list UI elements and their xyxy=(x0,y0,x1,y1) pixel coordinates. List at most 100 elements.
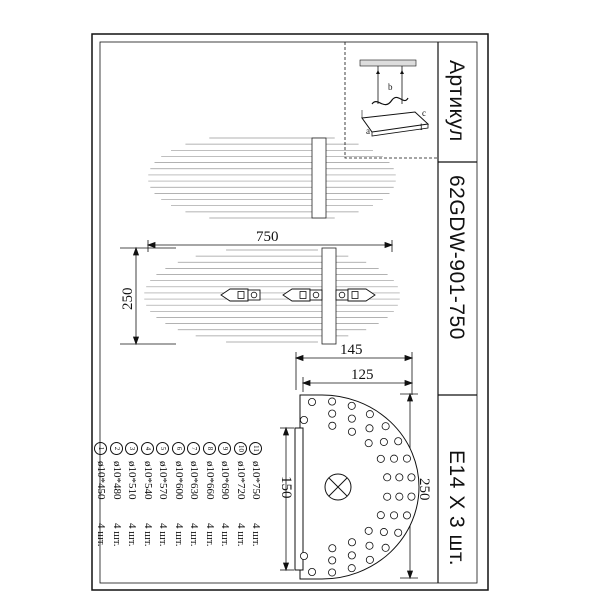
mount-detail-box xyxy=(344,42,438,159)
legend-size: ø10*480 xyxy=(110,461,123,500)
dimension-250-right: 250 xyxy=(416,478,432,501)
legend-number: 4 xyxy=(140,442,154,455)
dimension-750-lines xyxy=(146,240,394,252)
rod-dot xyxy=(394,437,403,446)
article-number: 62GDW-901-750 xyxy=(445,175,468,340)
legend-number: 11 xyxy=(249,442,262,455)
legend-size: ø10*570 xyxy=(156,461,169,500)
legend-qty: 4 шт. xyxy=(249,523,262,547)
mount-label-i: i xyxy=(420,122,423,132)
front-center-bar xyxy=(321,247,337,345)
rod-dot xyxy=(379,528,388,537)
dimension-750: 750 xyxy=(256,229,279,245)
legend-number: 9 xyxy=(218,442,231,455)
rod-dot xyxy=(383,473,392,482)
rod-dot xyxy=(402,454,411,463)
mount-label-a: a xyxy=(366,126,370,136)
legend-size: ø10*630 xyxy=(187,461,200,500)
rod-dot xyxy=(347,427,356,436)
dimension-depth-lines xyxy=(294,352,414,395)
legend-size: ø10*660 xyxy=(203,461,216,500)
rod-dot xyxy=(407,473,416,482)
legend-size: ø10*600 xyxy=(172,461,185,500)
rod-dot xyxy=(347,538,356,547)
legend-number: 3 xyxy=(125,442,138,455)
lamp-socket-right xyxy=(335,288,376,302)
bottom-center-lamp xyxy=(324,473,352,501)
dimension-250-left-lines xyxy=(120,246,176,346)
sheet-inner-border xyxy=(99,41,478,584)
rod-dot xyxy=(307,568,316,577)
legend-number: 2 xyxy=(109,442,123,455)
sheet-outer-border xyxy=(91,33,489,591)
legend-size: ø10*450 xyxy=(94,461,107,500)
top-view-rods xyxy=(148,137,396,219)
legend-row: 2 ø10*480 4 шт. xyxy=(109,442,123,547)
legend-row: 11 ø10*750 4 шт. xyxy=(249,442,262,546)
legend-row: 8 ø10*660 4 шт. xyxy=(202,442,216,547)
rod-dot xyxy=(299,415,308,424)
dimension-150: 150 xyxy=(278,476,294,499)
lamp-spec: E14 X 3 шт. xyxy=(445,450,468,567)
rod-dot xyxy=(347,401,356,410)
legend-number: 1 xyxy=(94,442,107,455)
rod-dot xyxy=(347,564,356,573)
legend-number: 8 xyxy=(202,442,216,455)
rod-dot xyxy=(379,437,388,446)
legend-row: 1 ø10*450 4 шт. xyxy=(94,442,107,546)
rod-dot xyxy=(376,511,385,520)
legend-row: 5 ø10*570 4 шт. xyxy=(156,442,169,546)
legend-row: 4 ø10*540 4 шт. xyxy=(140,442,154,547)
rod-dot xyxy=(299,552,308,561)
legend-qty: 4 шт. xyxy=(125,523,138,547)
legend-row: 3 ø10*510 4 шт. xyxy=(125,442,138,546)
rod-dot xyxy=(395,473,404,482)
legend-qty: 4 шт. xyxy=(156,523,169,547)
dimension-125: 125 xyxy=(351,367,374,383)
rod-dot xyxy=(381,422,390,431)
legend-row: 6ø10*6004 шт. xyxy=(171,442,185,547)
top-center-bar xyxy=(311,137,327,219)
lamp-socket-middle xyxy=(282,288,323,302)
bottom-view-disc xyxy=(299,394,420,580)
rod-dot xyxy=(328,544,337,553)
rod-dot xyxy=(376,454,385,463)
legend-number: 7 xyxy=(187,442,200,455)
rod-dot xyxy=(365,424,374,433)
rod-dot xyxy=(365,541,374,550)
rod-dot xyxy=(328,397,337,406)
rod-dot xyxy=(328,556,337,565)
legend-qty: 4 шт. xyxy=(94,523,107,547)
dimension-250-left: 250 xyxy=(120,287,136,311)
legend-row: 9 ø10*690 4 шт. xyxy=(218,442,231,546)
rod-dot xyxy=(364,526,373,535)
rod-dot xyxy=(383,492,392,501)
legend-number: 5 xyxy=(156,442,169,455)
legend-qty: 4 шт. xyxy=(172,523,185,547)
mount-label-c: c xyxy=(422,108,426,118)
article-label: Артикул xyxy=(445,60,468,142)
rod-dot xyxy=(395,492,404,501)
legend-size: ø10*540 xyxy=(141,461,154,500)
dimension-145: 145 xyxy=(340,342,363,358)
legend-qty: 4 шт. xyxy=(218,523,231,547)
legend-qty: 4 шт. xyxy=(141,523,154,547)
rod-dot xyxy=(328,409,337,418)
legend-size: ø10*750 xyxy=(249,461,262,500)
legend-qty: 4 шт. xyxy=(187,523,200,547)
lamp-socket-left xyxy=(220,288,261,302)
legend-row: 10ø10*7204 шт. xyxy=(233,442,247,546)
legend-qty: 4 шт. xyxy=(203,523,216,547)
rod-dot xyxy=(364,439,373,448)
legend-size: ø10*510 xyxy=(125,461,138,500)
rod-dot xyxy=(307,397,316,406)
legend-size: ø10*690 xyxy=(218,461,231,500)
rod-dot xyxy=(347,414,356,423)
rod-dot xyxy=(394,528,403,537)
legend-size: ø10*720 xyxy=(234,461,247,500)
rod-dot xyxy=(365,410,374,419)
legend-qty: 4 шт. xyxy=(110,523,123,547)
dimension-150-lines xyxy=(280,426,294,572)
mount-plate xyxy=(294,427,304,571)
